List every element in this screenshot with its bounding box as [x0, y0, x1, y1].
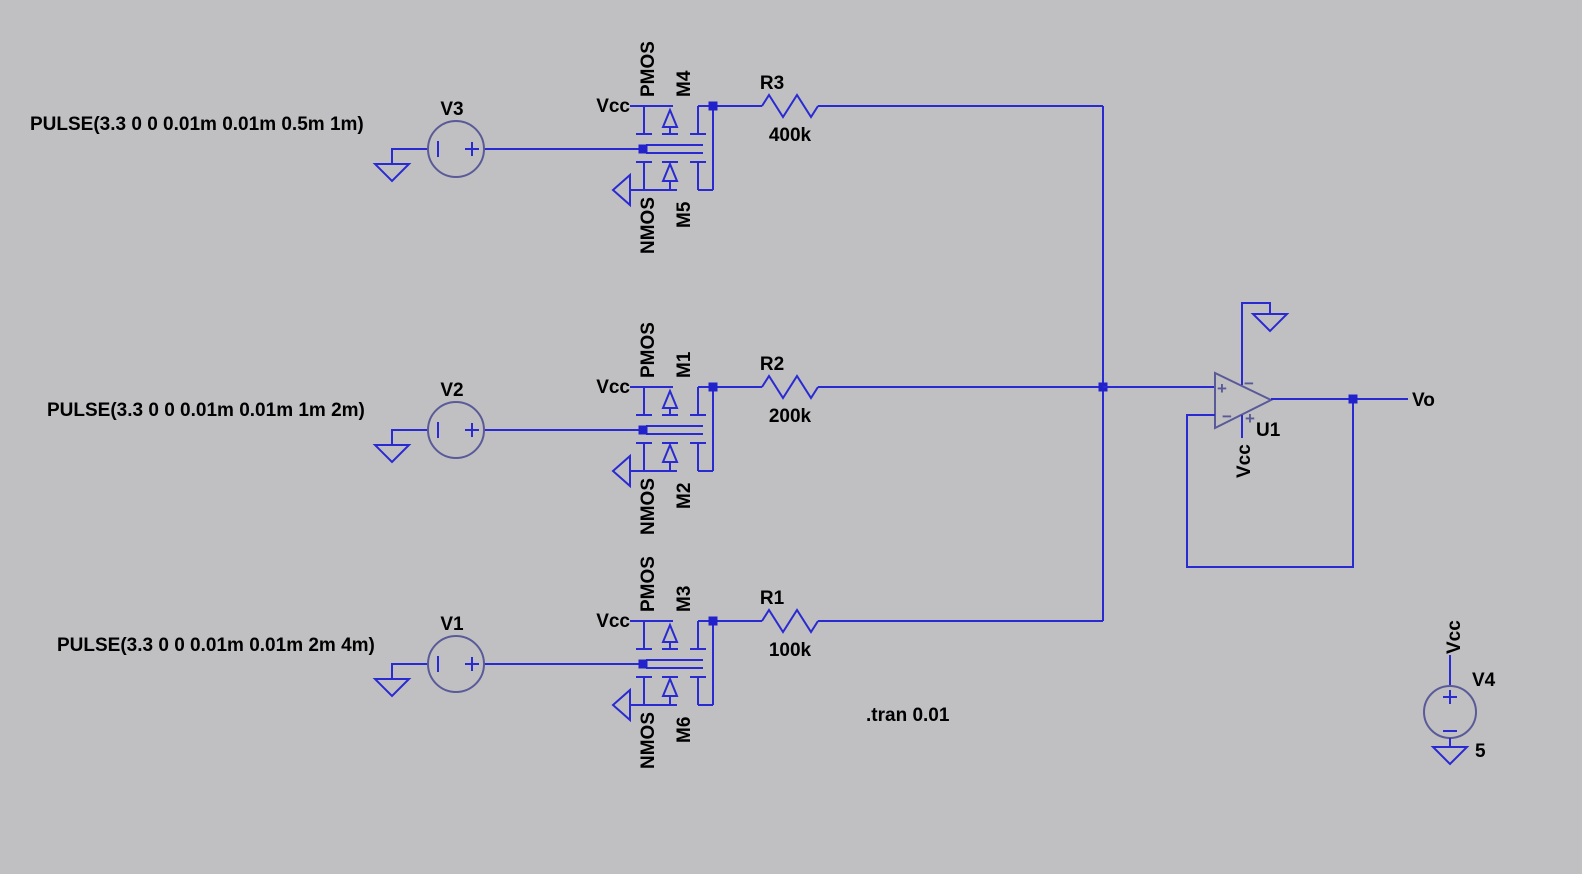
nmos-type-label[interactable]: NMOS — [638, 478, 659, 535]
pmos-type-label[interactable]: PMOS — [638, 322, 659, 378]
opamp-body[interactable] — [1214, 371, 1274, 430]
resistor-label-r3[interactable]: R3 — [760, 73, 784, 94]
vcc-net-label[interactable]: Vcc — [596, 96, 630, 117]
junction-dot — [708, 382, 718, 392]
voltage-source-v3[interactable]: V3 — [372, 99, 643, 183]
output-net-label-vo[interactable]: Vo — [1412, 390, 1435, 411]
resistor-value-r3[interactable]: 400k — [769, 125, 812, 146]
feedback-wire[interactable] — [1186, 399, 1354, 568]
ground-flag-icon[interactable] — [372, 163, 412, 183]
ground-flag-icon[interactable] — [372, 678, 412, 698]
pulse-param-v1[interactable]: PULSE(3.3 0 0 0.01m 0.01m 2m 4m) — [57, 635, 375, 656]
v4-vcc-net-label[interactable]: Vcc — [1444, 620, 1465, 654]
ground-flag-icon[interactable] — [611, 687, 631, 723]
resistor-r3[interactable]: R3 400k — [708, 73, 1104, 146]
resistor-zigzag[interactable] — [761, 374, 819, 400]
source-neg-wire[interactable] — [391, 663, 428, 679]
schematic-row-1: PULSE(3.3 0 0 0.01m 0.01m 0.5m 1m) V3 Vcc P… — [30, 41, 1103, 254]
voltage-source-body[interactable] — [427, 635, 485, 693]
resistor-value-r2[interactable]: 200k — [769, 406, 812, 427]
ground-flag-icon[interactable] — [611, 172, 631, 208]
schematic-row-2: PULSE(3.3 0 0 0.01m 0.01m 1m 2m) V2 Vcc PMO… — [47, 322, 1103, 535]
mosfet-label-m1[interactable]: M1 — [674, 351, 695, 378]
opamp-pos-supply-mark: + — [1245, 409, 1255, 428]
source-label-v3[interactable]: V3 — [440, 99, 463, 120]
voltage-source-v2[interactable]: V2 — [372, 380, 643, 464]
ground-flag-icon[interactable] — [1430, 746, 1470, 766]
resistor-r2[interactable]: R2 200k — [708, 354, 1104, 427]
voltage-source-body[interactable] — [427, 401, 485, 459]
resistor-value-r1[interactable]: 100k — [769, 640, 812, 661]
junction-dot — [638, 659, 648, 669]
opamp-minus-input-mark: − — [1222, 407, 1232, 426]
nmos-type-label[interactable]: NMOS — [638, 712, 659, 769]
source-label-v4[interactable]: V4 — [1472, 670, 1496, 691]
resistor-r1[interactable]: R1 100k — [708, 588, 1104, 661]
junction-dot — [638, 425, 648, 435]
opamp-neg-supply-mark: − — [1244, 374, 1254, 393]
pulse-param-v3[interactable]: PULSE(3.3 0 0 0.01m 0.01m 0.5m 1m) — [30, 114, 364, 135]
resistor-label-r1[interactable]: R1 — [760, 588, 785, 609]
voltage-source-v1[interactable]: V1 — [372, 614, 643, 698]
source-neg-wire[interactable] — [391, 148, 428, 164]
source-label-v2[interactable]: V2 — [440, 380, 463, 401]
mosfet-label-m2[interactable]: M2 — [674, 483, 695, 509]
vcc-net-label[interactable]: Vcc — [596, 611, 630, 632]
source-label-v1[interactable]: V1 — [440, 614, 464, 635]
mosfet-label-m4[interactable]: M4 — [674, 70, 695, 97]
schematic-row-3: PULSE(3.3 0 0 0.01m 0.01m 2m 4m) V1 Vcc PMO… — [57, 556, 1103, 769]
junction-dot — [638, 144, 648, 154]
v4-value[interactable]: 5 — [1475, 741, 1486, 762]
junction-dot — [1348, 394, 1358, 404]
mosfet-label-m6[interactable]: M6 — [674, 717, 695, 743]
sim-directive[interactable]: .tran 0.01 — [866, 705, 950, 726]
pmos-type-label[interactable]: PMOS — [638, 556, 659, 612]
resistor-zigzag[interactable] — [761, 93, 819, 119]
ground-flag-icon[interactable] — [372, 444, 412, 464]
opamp-top-supply-wire[interactable] — [1241, 302, 1271, 385]
vcc-net-label[interactable]: Vcc — [596, 377, 630, 398]
junction-dot — [708, 101, 718, 111]
ground-flag-icon[interactable] — [1250, 313, 1290, 333]
ground-flag-icon[interactable] — [611, 453, 631, 489]
mosfet-label-m5[interactable]: M5 — [674, 201, 695, 228]
nmos-type-label[interactable]: NMOS — [638, 197, 659, 254]
opamp-label-u1[interactable]: U1 — [1256, 420, 1281, 441]
pulse-param-v2[interactable]: PULSE(3.3 0 0 0.01m 0.01m 1m 2m) — [47, 400, 365, 421]
pmos-type-label[interactable]: PMOS — [638, 41, 659, 97]
mosfet-label-m3[interactable]: M3 — [674, 586, 695, 612]
opamp-vcc-net-label[interactable]: Vcc — [1234, 444, 1255, 478]
opamp-plus-input-mark: + — [1217, 379, 1227, 398]
junction-dot — [708, 616, 718, 626]
voltage-source-body[interactable] — [427, 120, 485, 178]
source-neg-wire[interactable] — [391, 429, 428, 445]
resistor-label-r2[interactable]: R2 — [760, 354, 784, 375]
resistor-zigzag[interactable] — [761, 608, 819, 634]
